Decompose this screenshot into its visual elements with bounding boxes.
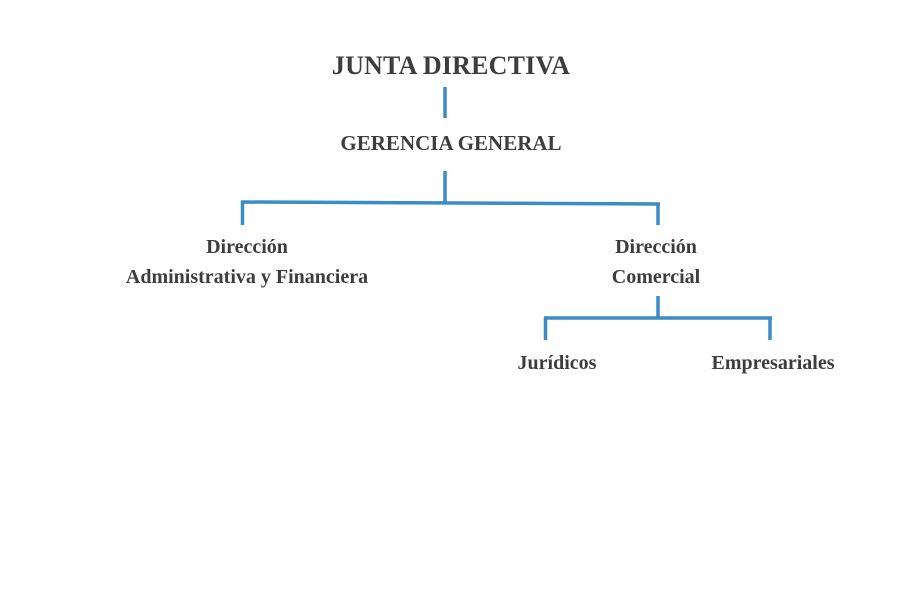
connector-level2-bar [240,200,661,206]
node-empresariales: Empresariales [712,348,835,378]
node-juridicos: Jurídicos [518,348,597,378]
node-label: Jurídicos [517,352,597,374]
node-label: Empresariales [711,352,835,374]
node-label-line2: Comercial [611,266,701,288]
node-direccion-administrativa: Dirección Administrativa y Financiera [126,232,368,292]
node-label: JUNTA DIRECTIVA [331,51,571,80]
node-direccion-comercial: Dirección Comercial [612,232,701,292]
node-label-line1: Dirección [206,236,288,258]
node-label-line2: Administrativa y Financiera [125,266,369,288]
node-gerencia-general: GERENCIA GENERAL [340,129,561,157]
node-junta-directiva: JUNTA DIRECTIVA [332,49,570,83]
node-label-line1: Dirección [615,236,697,258]
node-label: GERENCIA GENERAL [340,131,562,155]
